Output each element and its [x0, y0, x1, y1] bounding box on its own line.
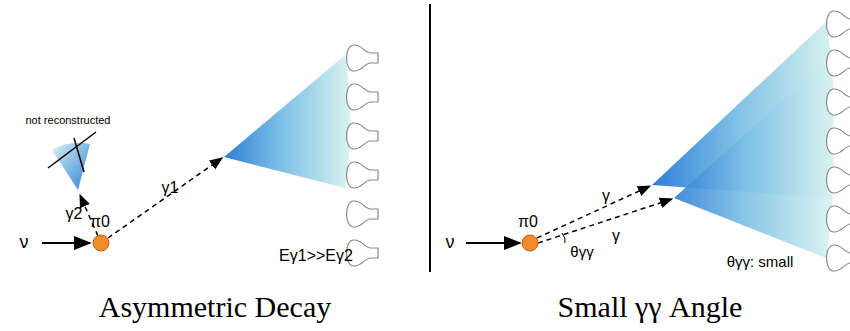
status-note: not reconstructed [26, 114, 111, 126]
pion-dot [522, 235, 538, 251]
shower-cone [674, 62, 834, 258]
pmt-bulb [347, 84, 379, 110]
pmt-bulb [347, 201, 379, 227]
photon-label: γ2 [66, 205, 83, 223]
panel-caption: Small γγ Angle [558, 290, 743, 323]
pmt-bulb [827, 167, 850, 193]
photon-label: γ [612, 227, 620, 245]
neutrino-arrow [42, 242, 90, 244]
pion-label: π0 [518, 213, 538, 231]
photon-label: γ [602, 187, 610, 205]
pion-label: π0 [90, 213, 110, 231]
pmt-bulb [827, 128, 850, 154]
energy-note: Eγ1>>Eγ2 [279, 247, 353, 265]
neutrino-label: ν [20, 233, 29, 253]
pmt-bulb [827, 50, 850, 76]
photon-arrow [108, 158, 222, 238]
neutrino-label: ν [446, 233, 455, 253]
panel-caption: Asymmetric Decay [99, 290, 331, 323]
pmt-bulb [827, 206, 850, 232]
photon-label: γ1 [162, 179, 179, 197]
pion-dot [93, 235, 109, 251]
cross-out-line [48, 132, 96, 168]
angle-note: θγγ: small [727, 254, 794, 271]
pmt-bulb [827, 11, 850, 37]
pmt-array [347, 11, 850, 271]
panel-divider [429, 4, 431, 272]
pmt-bulb [347, 123, 379, 149]
pmt-bulb [347, 162, 379, 188]
pmt-bulb [827, 245, 850, 271]
shower-cone [224, 55, 351, 188]
pmt-bulb [827, 89, 850, 115]
angle-arc [562, 233, 565, 243]
cross-out-line [74, 138, 84, 172]
photon-arrow [538, 199, 672, 243]
neutrino-arrow [466, 242, 520, 244]
pmt-bulb [347, 45, 379, 71]
angle-label: θγγ [570, 244, 593, 261]
